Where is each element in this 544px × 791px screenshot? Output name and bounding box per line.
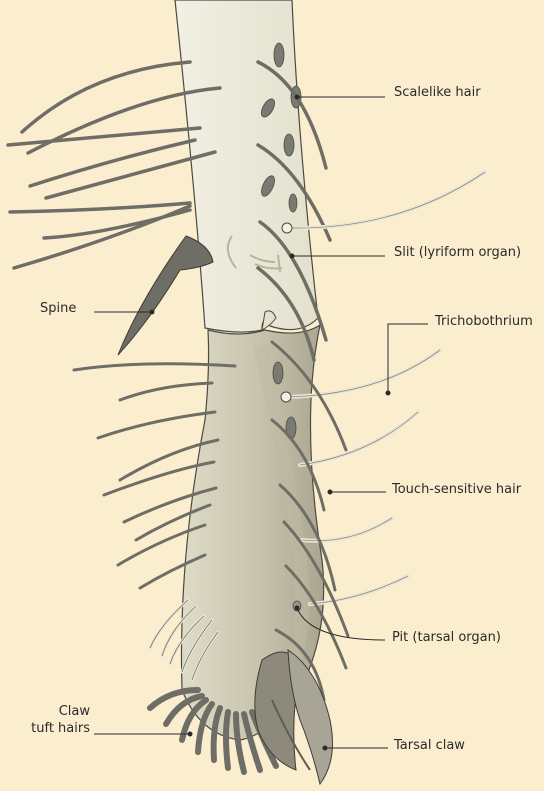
label-trichobothrium: Trichobothrium	[435, 314, 533, 329]
label-tarsal-claw: Tarsal claw	[394, 738, 465, 753]
leader-trichobothrium	[388, 324, 428, 393]
label-scalelike-hair: Scalelike hair	[394, 85, 481, 100]
label-touch-sensitive-hair: Touch-sensitive hair	[392, 482, 521, 497]
label-pit: Pit (tarsal organ)	[392, 630, 501, 645]
upper-segment	[175, 0, 318, 332]
spine-shape	[118, 236, 213, 355]
label-spine: Spine	[40, 301, 76, 316]
label-claw-tuft-line1: Claw	[52, 704, 90, 719]
label-slit-organ: Slit (lyriform organ)	[394, 245, 521, 260]
label-claw-tuft-line2: tuft hairs	[20, 721, 90, 736]
